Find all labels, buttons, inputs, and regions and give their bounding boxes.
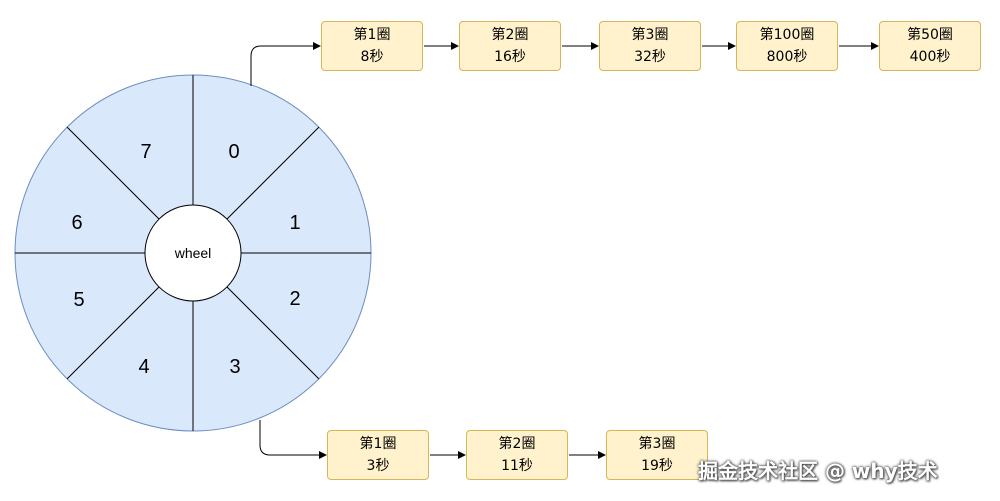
watermark: 掘金技术社区 @ why技术	[698, 459, 938, 483]
connector-slot3-to-list	[259, 420, 327, 459]
task-node: 第100圈 800秒	[736, 21, 838, 71]
slot-5-label: 5	[73, 289, 84, 311]
task-round: 第50圈	[907, 27, 953, 43]
task-time: 32秒	[634, 49, 666, 65]
task-node: 第3圈 19秒	[606, 430, 708, 480]
slot-1-label: 1	[289, 212, 300, 234]
task-round: 第2圈	[498, 436, 536, 452]
slot-0-label: 0	[228, 141, 239, 163]
slot-2-label: 2	[289, 288, 300, 310]
slot-divider-line	[66, 126, 160, 220]
task-round: 第1圈	[359, 436, 397, 452]
task-round: 第100圈	[759, 27, 815, 43]
task-time: 8秒	[360, 49, 384, 65]
task-time: 19秒	[641, 458, 673, 474]
connector-slot0-to-list	[250, 42, 321, 86]
wheel-hub	[144, 204, 242, 302]
task-node: 第1圈 8秒	[321, 21, 423, 71]
task-time: 800秒	[766, 49, 808, 65]
task-round: 第3圈	[631, 27, 669, 43]
slot-divider-line	[226, 286, 320, 380]
slot-7-label: 7	[140, 141, 151, 163]
slot-divider-line	[226, 126, 320, 220]
task-time: 3秒	[366, 458, 390, 474]
slot-6-label: 6	[71, 212, 82, 234]
task-node: 第2圈 16秒	[459, 21, 561, 71]
task-time: 400秒	[909, 49, 951, 65]
task-node: 第3圈 32秒	[599, 21, 701, 71]
task-node: 第1圈 3秒	[327, 430, 429, 480]
task-node: 第2圈 11秒	[466, 430, 568, 480]
wheel-hub-label: wheel	[174, 245, 212, 261]
slot-4-label: 4	[138, 356, 149, 378]
task-time: 16秒	[494, 49, 526, 65]
slot-dividers	[15, 75, 371, 431]
task-round: 第1圈	[353, 27, 391, 43]
slot-divider-line	[66, 286, 160, 380]
task-node: 第50圈 400秒	[879, 21, 981, 71]
slot-3-label: 3	[229, 356, 240, 378]
task-round: 第2圈	[491, 27, 529, 43]
task-time: 11秒	[501, 458, 533, 474]
task-round: 第3圈	[638, 436, 676, 452]
